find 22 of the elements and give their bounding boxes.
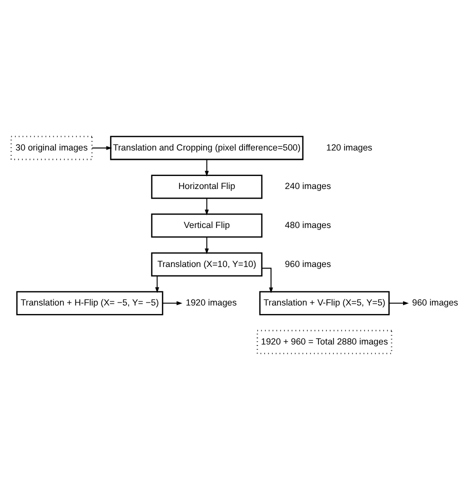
- arrow: [155, 275, 160, 293]
- arrow: [204, 236, 209, 254]
- node-box: Translation + V-Flip (X=5, Y=5): [259, 290, 390, 315]
- arrow: [204, 197, 209, 215]
- arrow: [204, 158, 209, 176]
- arrow: [388, 300, 409, 305]
- node-box: Translation (X=10, Y=10): [151, 252, 262, 276]
- node-box: Vertical Flip: [151, 213, 262, 238]
- node-text: 1920 images: [186, 297, 237, 308]
- arrow: [162, 300, 182, 305]
- node-label: 120 images: [326, 142, 372, 152]
- node-box: Translation and Cropping (pixel difference=500): [110, 135, 304, 160]
- node-label: 480 images: [284, 219, 331, 230]
- node-label: 960 images: [284, 258, 331, 268]
- node-box: Horizontal Flip: [151, 174, 262, 198]
- arrow: [261, 267, 274, 293]
- node-text: 960 images: [412, 297, 458, 308]
- node-label: 240 images: [284, 180, 331, 191]
- node-box: Translation + H-Flip (X= −5, Y= −5): [16, 290, 164, 315]
- node-box: 1920 + 960 = Total 2880 images: [256, 329, 392, 354]
- arrow: [92, 145, 112, 150]
- node-box: 30 original images: [10, 135, 93, 160]
